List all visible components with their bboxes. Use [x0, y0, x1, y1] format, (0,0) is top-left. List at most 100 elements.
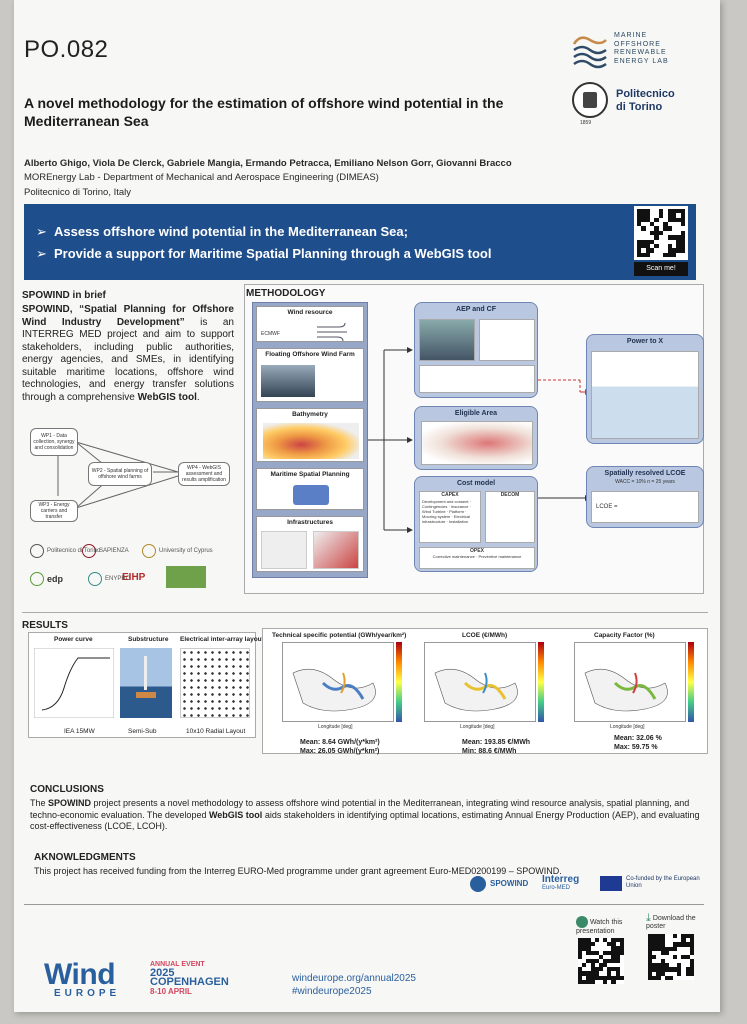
acknowledgments-text: This project has received funding from t…	[34, 866, 562, 876]
eligible-area-map	[421, 421, 533, 465]
conclusions-text: The SPOWIND project presents a novel met…	[30, 798, 700, 831]
infra-map-2	[313, 531, 359, 569]
substructure-label: Semi-Sub	[128, 728, 157, 735]
affiliation-lab: MOREnergy Lab - Department of Mechanical…	[24, 172, 379, 183]
scan-me-label: Scan me!	[634, 262, 688, 276]
polito-logo: 1859 Politecnico di Torino	[572, 82, 702, 126]
enypro-icon	[88, 572, 102, 586]
array-layout-plot	[180, 648, 250, 718]
objectives-banner: ➢Assess offshore wind potential in the M…	[24, 204, 696, 280]
wp2-box: WP2 - Spatial planning of offshore wind …	[88, 462, 152, 486]
sapienza-icon	[82, 544, 96, 558]
map1-stats: Mean: 8.64 GWh/(y*km²)Max: 26.05 GWh/(y*…	[300, 739, 380, 755]
substructure-caption: Substructure	[128, 636, 169, 643]
poster-code: PO.082	[24, 36, 109, 63]
wind-icon	[317, 322, 347, 341]
wp4-box: WP4 - WebGIS assessment and results ampl…	[178, 462, 230, 486]
map3-xlabel: Longitude [deg]	[610, 724, 645, 730]
event-website: windeurope.org/annual2025 #windeurope202…	[292, 972, 416, 998]
partner-logo-icon	[166, 566, 206, 588]
waves-icon	[572, 36, 607, 69]
bathymetry-box: Bathymetry	[256, 408, 364, 462]
maritime-planning-box: Maritime Spatial Planning	[256, 468, 364, 510]
polito-icon	[30, 544, 44, 558]
spowind-heading: SPOWIND in brief	[22, 290, 106, 301]
qr-code-presentation[interactable]	[578, 938, 624, 984]
work-packages-diagram	[57, 441, 179, 509]
map2-plot	[424, 642, 536, 722]
floating-wind-farm-box: Floating Offshore Wind Farm	[256, 348, 364, 402]
more-lab-wordmark: MARINE OFFSHORE RENEWABLE ENERGY LAB	[614, 32, 669, 65]
map1-colorbar	[396, 642, 402, 722]
map2-xlabel: Longitude [deg]	[460, 724, 495, 730]
map3-title: Capacity Factor (%)	[594, 632, 655, 639]
conclusions-heading: CONCLUSIONS	[30, 784, 104, 795]
watch-presentation: Watch this presentation	[576, 916, 636, 936]
turbine-label: IEA 15MW	[64, 728, 95, 735]
capex-box: CAPEX Development and consent · Continge…	[419, 491, 481, 543]
funders-row: SPOWIND Interreg Euro-MED Co-funded by t…	[470, 874, 710, 894]
partner-cyprus: University of Cyprus	[142, 544, 213, 558]
wp3-box: WP3 - Energy carriers and transfer	[30, 500, 78, 522]
methodology-heading: METHODOLOGY	[246, 288, 326, 299]
lcoe-formula-box: LCOE =	[591, 491, 699, 523]
cost-model-panel: Cost model CAPEX Development and consent…	[414, 476, 538, 572]
map3-plot	[574, 642, 686, 722]
objective-1: ➢Assess offshore wind potential in the M…	[36, 224, 408, 239]
results-heading: RESULTS	[22, 620, 68, 631]
eu-flag-icon	[600, 876, 622, 891]
polito-wordmark: Politecnico di Torino	[616, 88, 675, 113]
power-to-x-panel: Power to X	[586, 334, 704, 444]
aep-cf-panel: AEP and CF	[414, 302, 538, 398]
partner-enypro: ENYPRO	[88, 572, 130, 586]
map3-stats: Mean: 32.06 %Max: 59.75 %	[614, 735, 662, 751]
map1-plot	[282, 642, 394, 722]
aep-formula-box	[419, 365, 535, 393]
eligible-area-panel: Eligible Area	[414, 406, 538, 470]
partner-edp: edp	[30, 572, 63, 586]
map2-title: LCOE (€/MWh)	[462, 632, 508, 639]
infra-map-1	[261, 531, 307, 569]
decom-box: DECOM	[485, 491, 535, 543]
affiliation-university: Politecnico di Torino, Italy	[24, 187, 132, 198]
authors: Alberto Ghigo, Viola De Clerck, Gabriele…	[24, 158, 512, 169]
poster-title: A novel methodology for the estimation o…	[24, 95, 504, 129]
event-info: ANNUAL EVENT 2025 COPENHAGEN 8-10 APRIL	[150, 961, 229, 996]
event-hashtag: #windeurope2025	[292, 986, 372, 997]
opex-box: OPEX Corrective maintenance · Preventive…	[419, 547, 535, 569]
spowind-description: SPOWIND, “Spatial Planning for Offshore …	[22, 304, 234, 403]
bathymetry-map	[263, 423, 359, 459]
partner-sapienza: SAPIENZA	[82, 544, 129, 558]
qr-code-download[interactable]	[648, 934, 694, 980]
edp-icon	[30, 572, 44, 586]
map1-xlabel: Longitude [deg]	[318, 724, 353, 730]
map3-colorbar	[688, 642, 694, 722]
wp1-box: WP1 - Data collection, synergy and conso…	[30, 428, 78, 456]
windeurope-logo-sub: EUROPE	[54, 988, 121, 999]
semi-sub-image	[120, 648, 172, 718]
wake-effect-image	[419, 319, 475, 361]
wind-resource-box: Wind resource ECMWF	[256, 306, 364, 342]
event-url[interactable]: windeurope.org/annual2025	[292, 973, 416, 984]
qr-code-top[interactable]	[634, 206, 688, 260]
partner-eihp: EIHP	[122, 572, 146, 583]
map1-title: Technical specific potential (GWh/year/k…	[272, 632, 407, 639]
infrastructures-box: Infrastructures	[256, 516, 364, 572]
spowind-logo-icon	[470, 876, 486, 892]
cyprus-icon	[142, 544, 156, 558]
acknowledgments-heading: AKNOWLEDGMENTS	[34, 852, 136, 863]
power-to-x-diagram	[591, 351, 699, 439]
more-lab-logo: MARINE OFFSHORE RENEWABLE ENERGY LAB	[570, 30, 700, 72]
layout-caption: Electrical inter-array layout	[180, 636, 264, 643]
results-section	[22, 612, 708, 772]
objective-2: ➢Provide a support for Maritime Spatial …	[36, 246, 492, 261]
windeurope-logo: Wind	[44, 958, 116, 991]
partner-polito: Politecnico di Torino	[30, 544, 100, 558]
power-curve-caption: Power curve	[54, 636, 93, 643]
map2-colorbar	[538, 642, 544, 722]
play-icon	[576, 916, 588, 928]
polito-seal-icon	[572, 82, 608, 118]
msp-icon	[293, 485, 329, 505]
footer-divider	[24, 904, 704, 905]
